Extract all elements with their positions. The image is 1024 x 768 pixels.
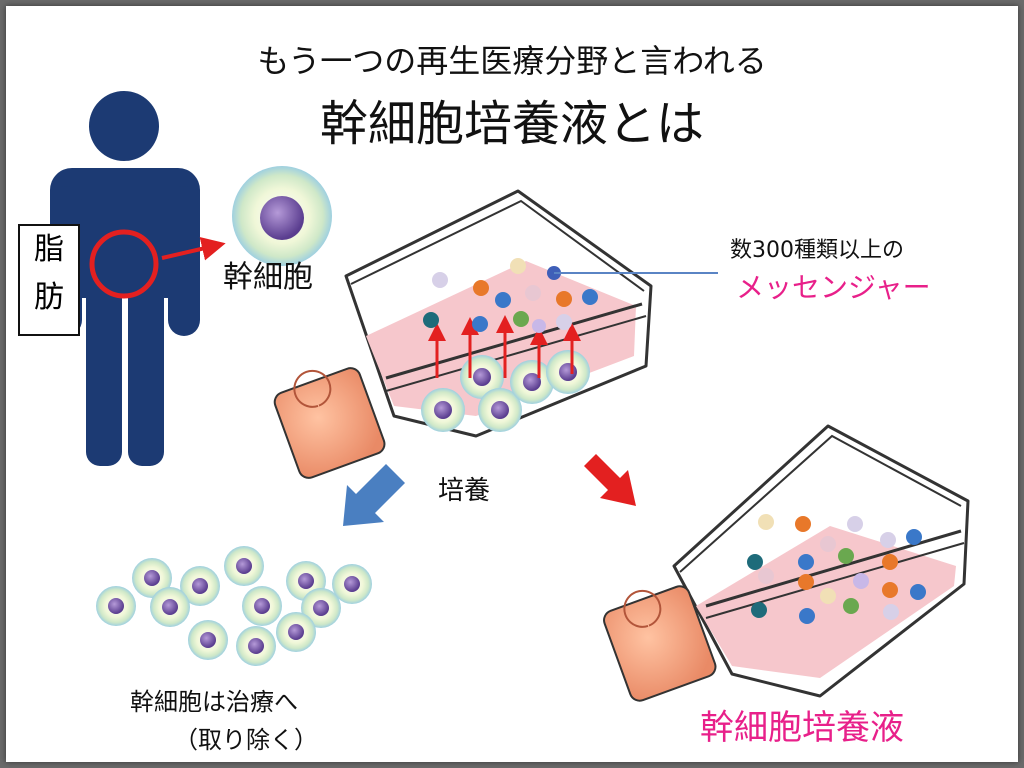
medium-flask-icon	[603, 424, 970, 702]
to-medium-arrow	[584, 454, 636, 506]
stem-cell-icon	[232, 166, 332, 266]
messenger-molecule-icon	[423, 258, 598, 333]
to-treatment-arrow	[343, 464, 405, 526]
fat-region-ring	[89, 229, 159, 299]
slide: もう一つの再生医療分野と言われる 幹細胞培養液とは 脂 肪 幹細胞 数300種類…	[6, 6, 1018, 762]
slide-subtitle: もう一つの再生医療分野と言われる	[257, 42, 767, 80]
treatment-label: 幹細胞は治療へ	[130, 688, 298, 716]
harvested-cells-group	[96, 546, 372, 666]
fat-label-char: 脂	[34, 232, 64, 267]
fat-to-cell-arrow	[161, 237, 226, 261]
secretion-arrows	[428, 315, 581, 378]
illustration-layer	[50, 91, 970, 702]
fat-label-char: 肪	[34, 280, 64, 315]
stem-cell-label: 幹細胞	[223, 260, 313, 295]
fat-label-box: 脂 肪	[18, 224, 80, 336]
messenger-label: メッセンジャー	[736, 271, 931, 304]
treatment-note: （取り除く）	[174, 726, 318, 754]
culture-label: 培養	[438, 476, 491, 506]
medium-label: 幹細胞培養液	[700, 708, 904, 748]
slide-title: 幹細胞培養液とは	[319, 96, 704, 152]
medium-molecules-group	[747, 514, 926, 624]
messenger-count-label: 数300種類以上の	[730, 238, 904, 263]
